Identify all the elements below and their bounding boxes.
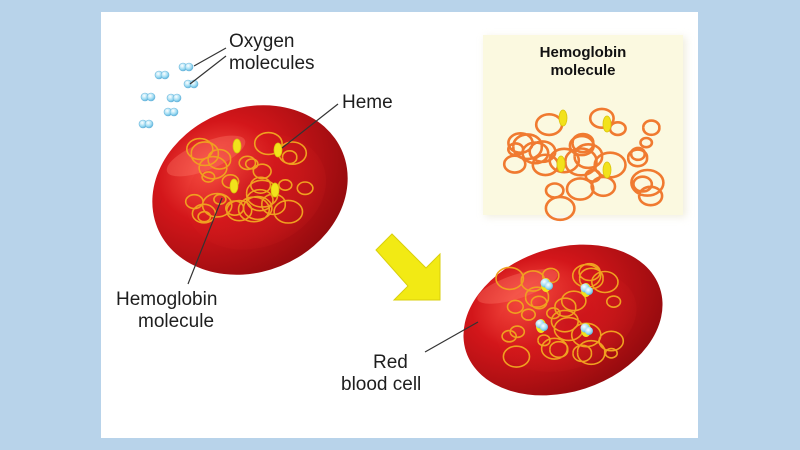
label-oxygen-line1: Oxygen [229,31,295,52]
heme-group [229,178,239,194]
oxygen-atom [146,92,156,102]
inset-title: Hemoglobin molecule [487,44,679,80]
heme-group [273,142,283,158]
oxygen-atom [545,282,553,290]
red-blood-cell-left [152,105,348,275]
heme-group [602,161,612,179]
yellow-down-right-arrow [375,233,441,301]
heme-groups-left [229,138,283,198]
hemoglobin-cluster-left [184,131,314,224]
oxygen-molecule [140,92,156,102]
leader-lines [187,47,479,353]
bound-oxygen-right [535,278,593,337]
inset-title-line1: Hemoglobin [539,44,627,61]
inset-box [483,35,686,217]
leader-line-heme [281,103,339,149]
label-heme-text: Heme [342,92,393,113]
heme-group [602,115,612,133]
heme-group [558,109,568,127]
oxygen-atom [184,62,194,72]
oxygen-molecule [138,119,154,129]
oxygen-atom [160,70,170,80]
oxygen-molecule [154,70,170,80]
oxygen-molecules-icon [138,62,199,129]
heme-group [270,182,280,198]
label-rbc-line1: Red [373,352,408,373]
oxygen-atom [172,93,182,103]
leader-line-hemoglobin [187,197,223,285]
red-blood-cell-right [463,244,663,396]
oxygen-atom [169,107,179,117]
heme-groups-inset [556,109,612,179]
oxygen-molecule [163,107,179,117]
label-rbc-line2: blood cell [341,374,422,395]
label-oxygen-line2: molecules [229,53,315,74]
oxygen-atom [144,119,154,129]
leader-line-oxygen-1 [193,47,227,67]
leader-line-oxygen-2 [189,55,227,85]
protein-strand [554,262,622,318]
label-hemoglobin-line2: molecule [138,311,215,332]
heme-group [556,155,566,173]
protein-strand [550,309,625,366]
label-hemoglobin-molecule: Hemoglobin molecule [116,289,217,333]
oxygen-molecule [183,79,199,89]
protein-strand [501,308,569,368]
hemoglobin-cluster-right [495,262,625,368]
label-oxygen-molecules: Oxygen molecules [229,31,315,75]
oxygen-atom [585,327,593,335]
oxygen-molecule [166,93,182,103]
leader-line-red-blood-cell [424,321,479,353]
heme-group [232,138,242,154]
oxygen-atom [540,323,548,331]
label-hemoglobin-line1: Hemoglobin [116,289,218,310]
protein-strand [495,266,561,320]
protein-strand [244,131,308,194]
oxygen-molecule [178,62,194,72]
protein-strand [186,137,257,189]
oxygen-atom [585,287,593,295]
inset-title-line2: molecule [550,62,616,79]
label-red-blood-cell: Red blood cell [341,352,421,396]
protein-strand [584,148,665,207]
label-heme: Heme [342,92,393,114]
